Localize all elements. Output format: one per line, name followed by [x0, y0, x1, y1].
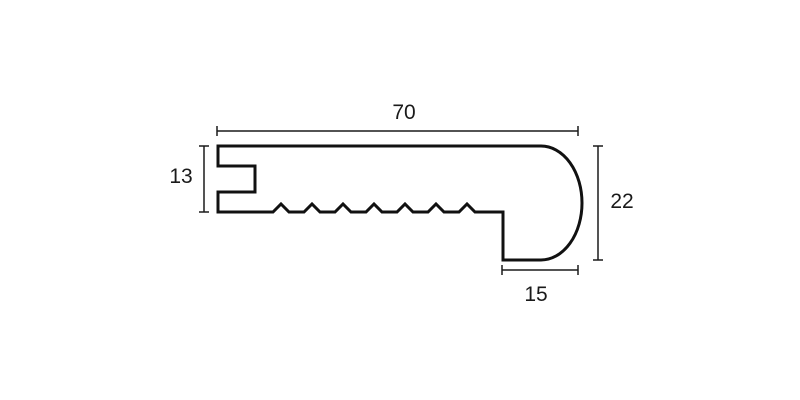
dimension-nose-width-label: 15: [524, 283, 547, 306]
dimension-height-left-label: 13: [169, 165, 192, 188]
dimension-height-right-label: 22: [610, 190, 633, 213]
dimension-nose-width: 15: [501, 265, 579, 306]
dimension-height-right: 22: [593, 145, 634, 261]
profile-outline: [216, 144, 584, 262]
dimension-width: 70: [216, 101, 579, 136]
dimension-height-left: 13: [169, 145, 209, 213]
dimension-width-label: 70: [392, 101, 415, 124]
